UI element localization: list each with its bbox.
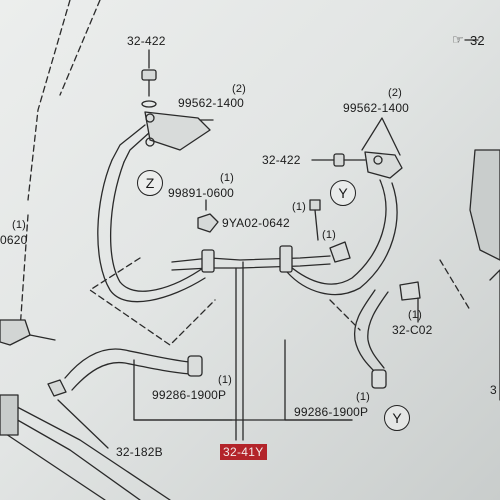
circle-marker-y-lower: Y [384,405,410,431]
pointing-hand-icon: ☞ [452,32,464,47]
bolt-9ya02-head [309,199,321,211]
hose-right-outer [284,179,387,285]
dashed-area-1 [89,257,216,346]
part-label-0620: 0620 [0,233,28,247]
hose-left-outer [97,159,206,303]
qty-label-9ya02: (1) [292,201,307,213]
qty-label-99562-top: (2) [232,83,247,95]
hose-lower-right-a [353,289,376,373]
clamp-lower-left [187,355,203,377]
bolt-right-head [333,153,345,167]
part-label-32-corner: 32 [470,33,485,48]
clamp-left [201,249,215,273]
fitting-32-c02 [399,281,421,301]
dashed-boundary-top [59,0,101,96]
clamp-center [279,245,293,273]
part-label-99891: 99891-0600 [168,186,235,200]
hose-right-inner [286,182,398,296]
dashed-boundary-left-2 [19,214,29,331]
part-label-99562-right: 99562-1400 [343,101,410,115]
bracket-hole-1 [145,113,155,123]
bracket-right-hole [373,155,383,165]
washer-lower-left [47,379,67,397]
qty-label-99286-right: (1) [356,391,371,403]
right-edge-lower [489,269,500,401]
frame-rail-1 [0,409,141,500]
clamp-lower-right [371,369,387,389]
part-label-32-c02: 32-C02 [392,323,433,337]
bolt-top-head [141,69,157,81]
part-label-32-182b: 32-182B [116,445,163,459]
part-label-99286-right: 99286-1900P [294,405,369,419]
hose-lower-right-b [367,291,389,369]
bracket-right [364,151,403,179]
dashed-right [439,259,471,311]
pipe-top-left-b [123,131,151,163]
hose-lower-left-a [64,348,191,379]
qty-label-9ya02-b: (1) [322,229,337,241]
right-edge-bracket [469,149,500,261]
part-label-99286-left: 99286-1900P [152,388,227,402]
frame-rail-2 [0,429,106,500]
part-label-99562-top: 99562-1400 [178,96,245,110]
circle-marker-y-upper: Y [330,180,356,206]
leader-99562-right [361,117,401,156]
hose-left-inner [110,161,207,292]
left-connector [0,319,31,346]
qty-label-99891: (1) [220,172,235,184]
part-label-32-422-top: 32-422 [127,34,166,48]
frame-rail-3 [0,397,171,500]
junction-pipe [171,255,331,263]
leader-32-182b [57,399,109,449]
highlighted-part-label-32-41y[interactable]: 32-41Y [220,444,267,460]
qty-label-0620: (1) [12,219,27,231]
part-label-3-corner: 3 [490,383,497,397]
part-label-32-422-right: 32-422 [262,153,301,167]
clip-right [329,241,351,263]
nut-99891 [197,213,219,233]
washer-top [141,100,157,108]
left-connector-pipe [29,334,56,341]
circle-marker-z: Z [137,170,163,196]
frame-bracket [0,394,19,436]
pipe-top-left [111,124,146,161]
hose-lower-left-b [71,361,191,391]
junction-pipe-b [171,263,331,271]
bolt-9ya02-shank [314,209,319,241]
qty-label-99562-right: (2) [388,87,403,99]
bracket-hole-2 [145,137,155,147]
dashed-boundary-left [27,0,71,201]
qty-label-32-c02: (1) [408,309,423,321]
part-label-9ya02: 9YA02-0642 [222,216,290,230]
bracket-top [144,111,211,151]
dashed-area-2 [329,299,361,331]
qty-label-99286-left: (1) [218,374,233,386]
